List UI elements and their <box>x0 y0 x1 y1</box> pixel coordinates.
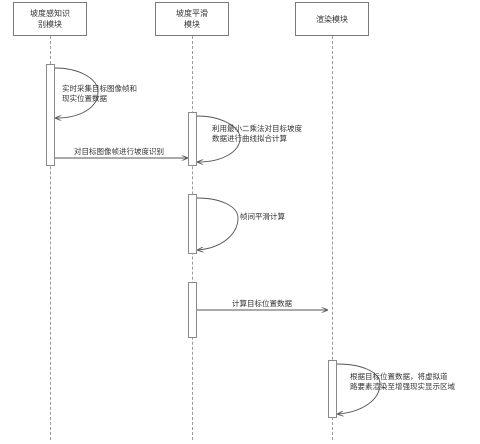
participant-slope-recognition: 坡度感知识 别模块 <box>13 2 87 36</box>
participant-slope-smoothing-label: 坡度平滑 模块 <box>176 9 208 29</box>
message-label-render: 根据目标位置数据，将虚拟道 路要素渲染至增强现实显示区域 <box>350 372 455 391</box>
participant-rendering-label: 渲染模块 <box>316 14 348 24</box>
self-arrow-acquire <box>54 67 99 118</box>
activation-smoothing-2 <box>188 194 197 254</box>
activation-smoothing-3 <box>188 282 197 338</box>
message-label-least-squares: 利用最小二乘法对目标坡度 数据进行曲线拟合计算 <box>212 124 302 143</box>
lifeline-rendering <box>332 36 333 440</box>
activation-recognition <box>46 64 55 166</box>
participant-slope-smoothing: 坡度平滑 模块 <box>155 2 229 36</box>
message-label-frame-smoothing: 帧间平滑计算 <box>240 212 285 221</box>
self-arrow-render <box>337 363 381 414</box>
participant-rendering: 渲染模块 <box>295 2 369 36</box>
message-label-slope-recognition: 对目标图像帧进行坡度识别 <box>74 147 164 156</box>
lifeline-slope-recognition <box>50 36 51 440</box>
participant-slope-recognition-label: 坡度感知识 别模块 <box>30 9 70 29</box>
activation-smoothing-1 <box>188 112 197 166</box>
self-arrow-frame-smoothing <box>197 197 239 250</box>
self-arrow-least-squares <box>196 115 241 162</box>
message-label-compute-position: 计算目标位置数据 <box>232 299 292 308</box>
message-label-acquire: 实时采集目标图像帧和 现实位置数据 <box>62 84 137 103</box>
activation-rendering <box>328 360 337 418</box>
